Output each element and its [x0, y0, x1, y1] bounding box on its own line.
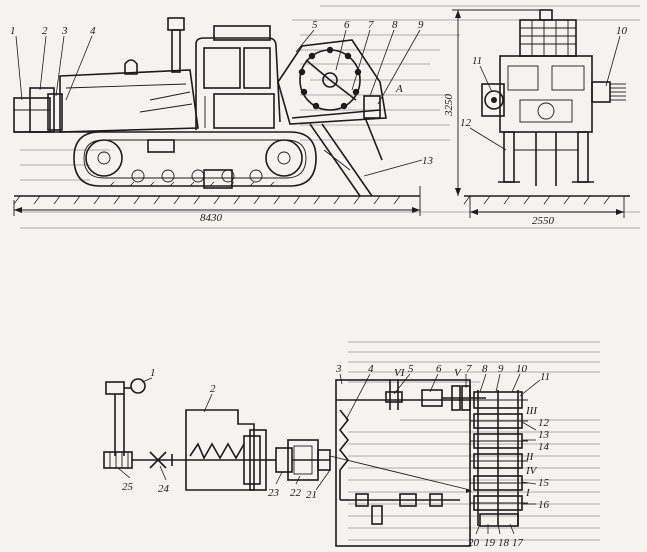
- label-scheme-3: 3: [335, 363, 342, 375]
- front-view-labels: 10 11 12 3250 2550: [443, 25, 628, 227]
- label-scheme-9: 9: [498, 363, 504, 375]
- label-scheme-19: 19: [484, 537, 496, 549]
- label-scheme-18: 18: [498, 537, 510, 549]
- label-scheme-25: 25: [122, 481, 134, 493]
- side-view-callouts: [15, 29, 423, 177]
- label-scheme-24: 24: [158, 483, 170, 495]
- shaft-label-iii: III: [525, 405, 538, 417]
- label-scheme-4: 4: [368, 363, 374, 375]
- label-side-3: 3: [61, 25, 68, 37]
- scheme-labels: 1 2 3 4 5 6 7 8 9 10 11 12 13 14 15 16 1…: [122, 363, 550, 549]
- label-side-9: 9: [418, 19, 424, 31]
- label-side-7: 7: [368, 19, 374, 31]
- label-front-12: 12: [460, 117, 472, 129]
- shaft-label-ii: II: [525, 451, 535, 463]
- dimension-height: 3250: [443, 94, 455, 118]
- front-view-machine: [452, 9, 630, 218]
- label-front-11: 11: [472, 55, 482, 67]
- label-side-8: 8: [392, 19, 398, 31]
- label-scheme-10: 10: [516, 363, 528, 375]
- label-scheme-5: 5: [408, 363, 414, 375]
- label-side-6: 6: [344, 19, 350, 31]
- dimension-length: 8430: [200, 212, 223, 224]
- label-side-2: 2: [42, 25, 48, 37]
- label-scheme-12: 12: [538, 417, 550, 429]
- label-scheme-22: 22: [290, 487, 302, 499]
- label-front-10: 10: [616, 25, 628, 37]
- shaft-label-iv: IV: [525, 465, 538, 477]
- label-scheme-2: 2: [210, 383, 216, 395]
- label-side-13: 13: [422, 155, 434, 167]
- dimension-width: 2550: [532, 215, 555, 227]
- label-side-1: 1: [10, 25, 16, 37]
- label-scheme-1: 1: [150, 367, 156, 379]
- label-side-5: 5: [312, 19, 318, 31]
- label-scheme-16: 16: [538, 499, 550, 511]
- label-scheme-17: 17: [512, 537, 524, 549]
- label-scheme-11: 11: [540, 371, 550, 383]
- shaft-label-vi: VI: [394, 367, 406, 379]
- label-scheme-21: 21: [306, 489, 317, 501]
- view-marker-a: A: [395, 83, 403, 95]
- label-scheme-14: 14: [538, 441, 550, 453]
- front-view-callouts: [469, 35, 621, 151]
- shaft-label-i: I: [525, 487, 531, 499]
- label-scheme-20: 20: [468, 537, 480, 549]
- label-scheme-7: 7: [466, 363, 472, 375]
- label-scheme-6: 6: [436, 363, 442, 375]
- label-side-4: 4: [90, 25, 96, 37]
- kinematic-scheme: [103, 378, 528, 547]
- label-scheme-13: 13: [538, 429, 550, 441]
- scheme-callouts: [117, 373, 541, 535]
- shaft-label-v: V: [454, 367, 462, 379]
- side-view-machine: [13, 17, 421, 216]
- label-scheme-23: 23: [268, 487, 280, 499]
- label-scheme-15: 15: [538, 477, 550, 489]
- background-text-lines-top: [20, 5, 640, 229]
- label-scheme-8: 8: [482, 363, 488, 375]
- side-view-labels: 1 2 3 4 5 6 7 8 9 13 A 8430: [10, 19, 434, 224]
